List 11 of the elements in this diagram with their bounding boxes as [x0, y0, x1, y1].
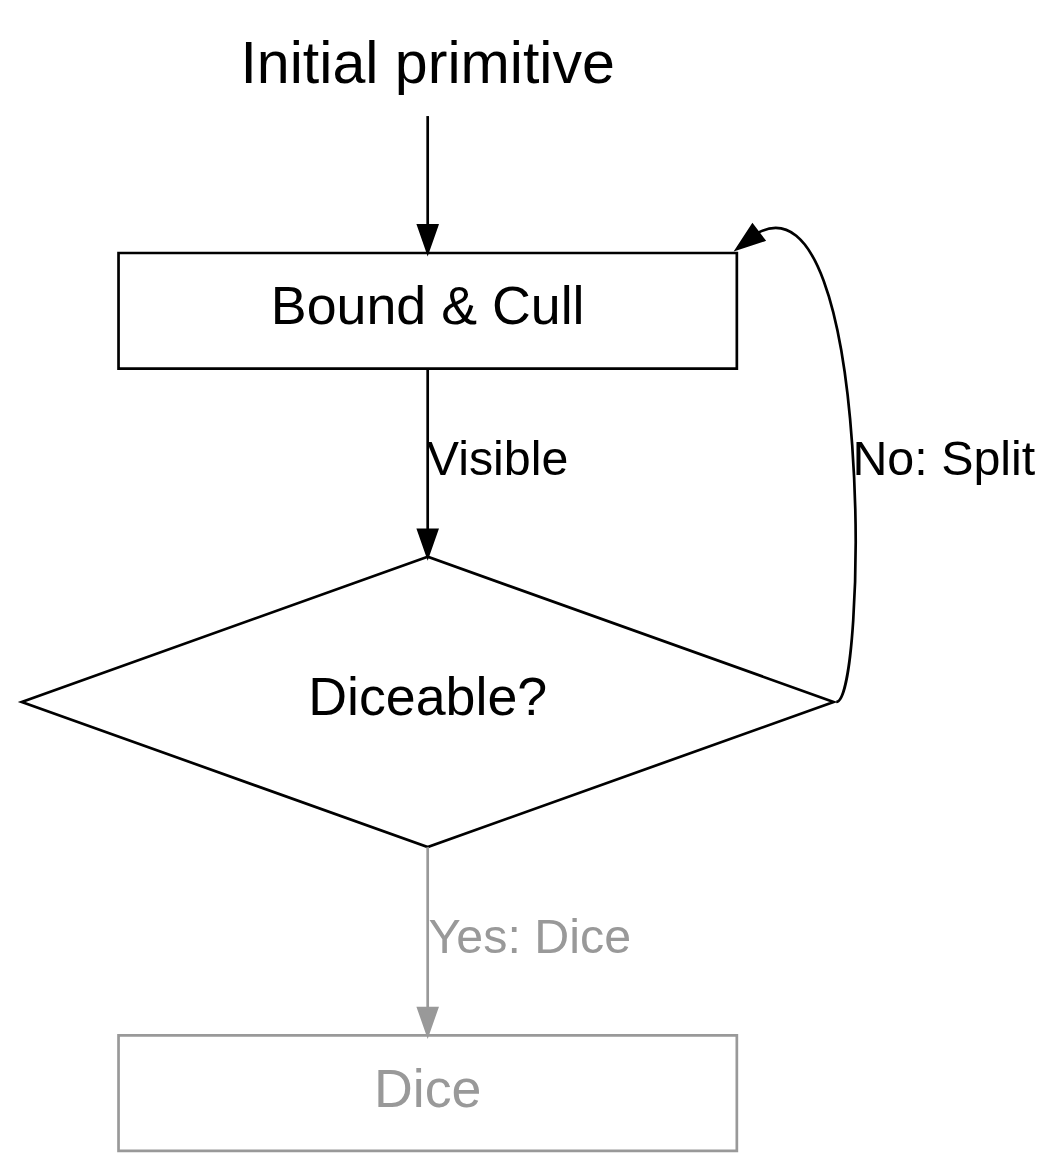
- edge-label: Visible: [426, 430, 569, 485]
- node-diamond: Diceable?: [17, 555, 838, 849]
- arrow: [416, 368, 439, 561]
- arrow: [416, 116, 439, 257]
- node-box: Bound & Cull: [117, 251, 739, 370]
- node-text: Initial primitive: [240, 28, 615, 96]
- arrow: [416, 847, 439, 1039]
- node-box: Dice: [117, 1033, 739, 1153]
- edge-label: No: Split: [852, 430, 1036, 485]
- arrow: [733, 222, 857, 703]
- edge-label: Yes: Dice: [428, 909, 632, 964]
